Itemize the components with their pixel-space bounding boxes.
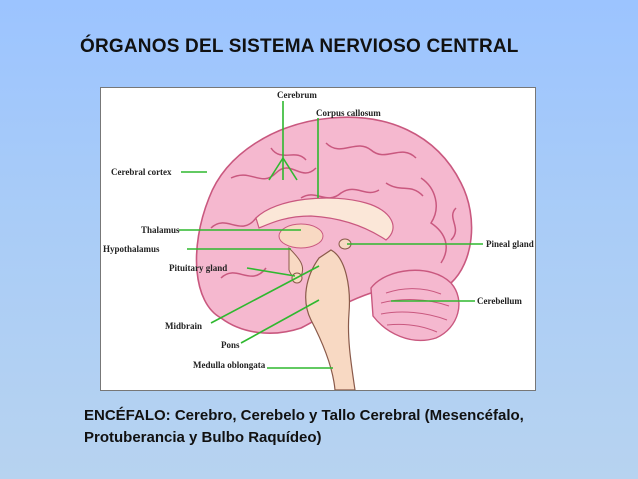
caption-line-1: ENCÉFALO: Cerebro, Cerebelo y Tallo Cere…	[84, 407, 524, 424]
page-title: ÓRGANOS DEL SISTEMA NERVIOSO CENTRAL	[80, 36, 519, 57]
brain-illustration: Cerebrum Corpus callosum Cerebral cortex…	[103, 90, 534, 390]
label-hypothalamus: Hypothalamus	[103, 244, 160, 254]
label-cerebellum: Cerebellum	[477, 296, 522, 306]
label-cerebral-cortex: Cerebral cortex	[111, 167, 172, 177]
cerebellum-shape	[370, 269, 460, 342]
label-cerebrum: Cerebrum	[277, 90, 317, 100]
label-pons: Pons	[221, 340, 240, 350]
label-medulla-oblongata: Medulla oblongata	[193, 360, 266, 370]
label-corpus-callosum: Corpus callosum	[316, 108, 381, 118]
label-pituitary-gland: Pituitary gland	[169, 263, 227, 273]
brain-diagram: Cerebrum Corpus callosum Cerebral cortex…	[100, 87, 536, 391]
label-thalamus: Thalamus	[141, 225, 180, 235]
caption: ENCÉFALO: Cerebro, Cerebelo y Tallo Cere…	[84, 405, 624, 449]
thalamus-shape	[278, 223, 324, 249]
leader-lines	[179, 101, 483, 369]
brainstem-shape	[305, 249, 356, 390]
label-pineal-gland: Pineal gland	[486, 239, 534, 249]
label-midbrain: Midbrain	[165, 321, 202, 331]
caption-line-2: Protuberancia y Bulbo Raquídeo)	[84, 429, 322, 446]
cerebellum-folds	[380, 288, 450, 333]
corpus-callosum-shape	[255, 197, 394, 241]
